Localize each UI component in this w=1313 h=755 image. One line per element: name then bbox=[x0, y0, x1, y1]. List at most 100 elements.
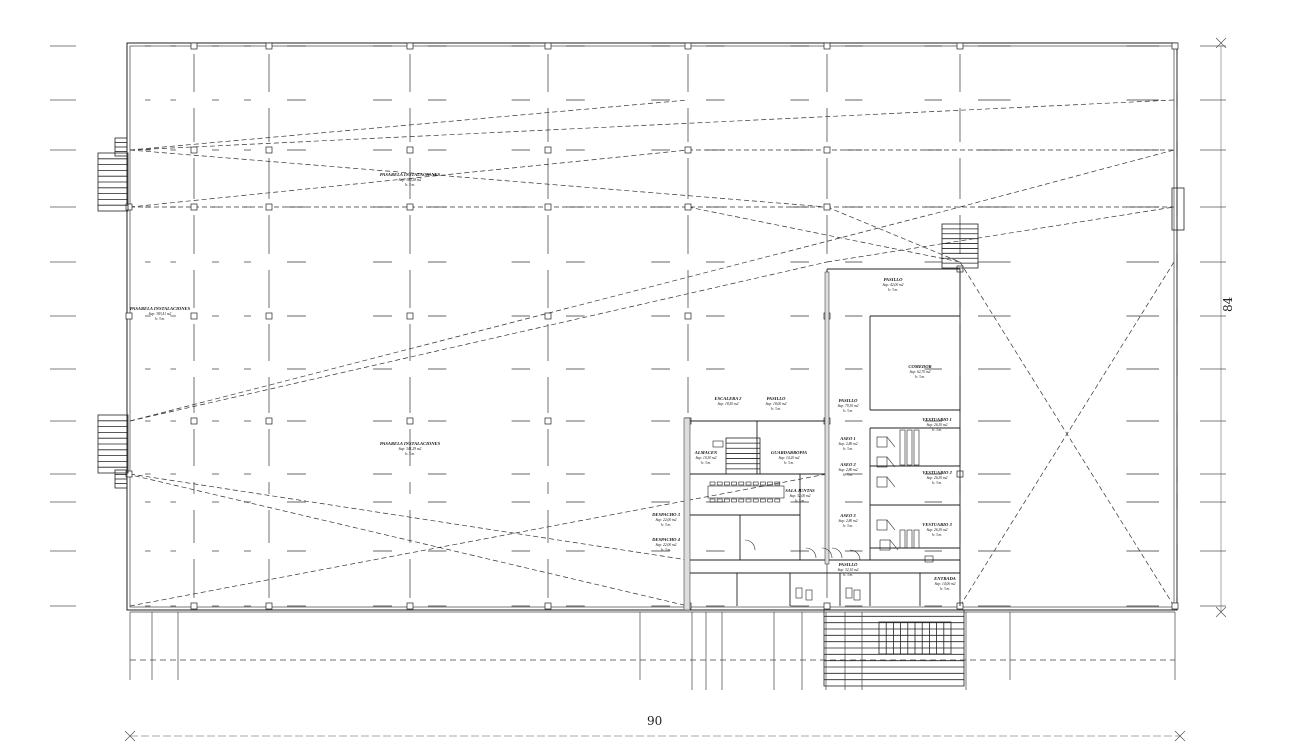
column bbox=[125, 312, 133, 320]
column bbox=[823, 602, 831, 610]
room-name: PASILLO bbox=[839, 562, 858, 567]
column bbox=[823, 203, 831, 211]
room-name: VESTUARIO 1 bbox=[922, 417, 952, 422]
room-area: Sup: 2,80 m2 bbox=[838, 442, 857, 447]
table-top bbox=[707, 485, 785, 499]
stair-left-landing-1 bbox=[114, 137, 128, 157]
column bbox=[406, 602, 414, 610]
column bbox=[684, 42, 692, 50]
roof-line bbox=[687, 206, 961, 263]
toilet-cubicle bbox=[876, 456, 896, 468]
door-swing bbox=[886, 436, 896, 448]
room-name: ASEO 3 bbox=[839, 513, 856, 518]
column bbox=[125, 203, 133, 211]
chair bbox=[716, 498, 723, 503]
column bbox=[265, 602, 273, 610]
room-height: h: 3 m. bbox=[932, 533, 942, 537]
stairs bbox=[97, 137, 1185, 687]
chair bbox=[760, 498, 766, 503]
dimension-mark bbox=[1215, 606, 1227, 618]
room-height: h: 3 m. bbox=[795, 499, 805, 503]
office-block-walls bbox=[683, 268, 961, 611]
column bbox=[406, 417, 414, 425]
office-column-band bbox=[824, 271, 830, 565]
roof-line bbox=[129, 149, 689, 208]
room-height: h: 3 m. bbox=[915, 375, 925, 379]
chair bbox=[767, 498, 773, 503]
stair-left-landing-2 bbox=[114, 469, 128, 489]
toilet-cubicle bbox=[876, 519, 896, 531]
room-area: Sup: 383,41 m2 bbox=[149, 312, 172, 317]
width-dimension: 90 bbox=[647, 714, 662, 728]
room-area: Sup: 341,29 m2 bbox=[399, 447, 422, 452]
room-height: h: 3 m. bbox=[940, 587, 950, 591]
door-arc bbox=[744, 539, 756, 551]
door-arc bbox=[831, 547, 843, 559]
chair bbox=[774, 498, 781, 503]
roof-line bbox=[129, 149, 828, 208]
column bbox=[190, 42, 198, 50]
sink bbox=[795, 587, 803, 599]
exterior-walls bbox=[126, 42, 1178, 611]
room-area: Sup: 26,30 m2 bbox=[927, 423, 948, 428]
room-area: Sup: 42,00 m2 bbox=[883, 283, 904, 288]
room-name: VESTUARIO 3 bbox=[922, 522, 952, 527]
sink bbox=[845, 587, 853, 599]
column bbox=[265, 146, 273, 154]
room-name: ASEO 2 bbox=[839, 462, 856, 467]
chair bbox=[731, 481, 737, 486]
room-area: Sup: 2,80 m2 bbox=[838, 468, 857, 473]
room-height: h: 3 m. bbox=[888, 288, 898, 292]
column bbox=[265, 42, 273, 50]
room-area: Sup: 79,30 m2 bbox=[838, 404, 859, 409]
chair bbox=[745, 498, 752, 503]
roof-line bbox=[959, 261, 1175, 607]
roof-line bbox=[826, 206, 1175, 263]
room-height: h: 3 m. bbox=[932, 481, 942, 485]
room-height: h: 3 m. bbox=[661, 548, 671, 552]
grid-ticks bbox=[50, 37, 1227, 742]
urinal-bank bbox=[913, 429, 920, 466]
room-height: h: 3 m. bbox=[405, 183, 415, 187]
room-height: h: 3 m. bbox=[843, 573, 853, 577]
toilet-bowl bbox=[876, 436, 888, 448]
column bbox=[544, 602, 552, 610]
chair bbox=[752, 481, 759, 486]
chair bbox=[716, 481, 723, 486]
room-height: h: 3 m. bbox=[843, 409, 853, 413]
door-swing bbox=[886, 519, 896, 531]
toilet-cubicle bbox=[879, 539, 899, 551]
room-height: h: 3 m. bbox=[661, 523, 671, 527]
fixtures bbox=[707, 429, 934, 601]
room-area: Sup: 389,28 m2 bbox=[399, 178, 422, 183]
sink bbox=[805, 589, 813, 601]
room-area: Sup: 26,30 m2 bbox=[927, 476, 948, 481]
room-height: h: 3 m. bbox=[843, 447, 853, 451]
room-area: Sup: 62,70 m2 bbox=[910, 370, 931, 375]
stair-entrance bbox=[878, 621, 952, 655]
stair-escalera-2 bbox=[725, 437, 761, 475]
column bbox=[265, 203, 273, 211]
column bbox=[544, 42, 552, 50]
room-area: Sup: 32,10 m2 bbox=[838, 568, 859, 573]
toilet-bowl bbox=[879, 539, 891, 551]
room-height: h: 3 m. bbox=[155, 317, 165, 321]
room-name: DESPACHO 4 bbox=[651, 537, 681, 542]
stair-left-bottom bbox=[97, 414, 129, 474]
door-arc bbox=[712, 440, 724, 448]
